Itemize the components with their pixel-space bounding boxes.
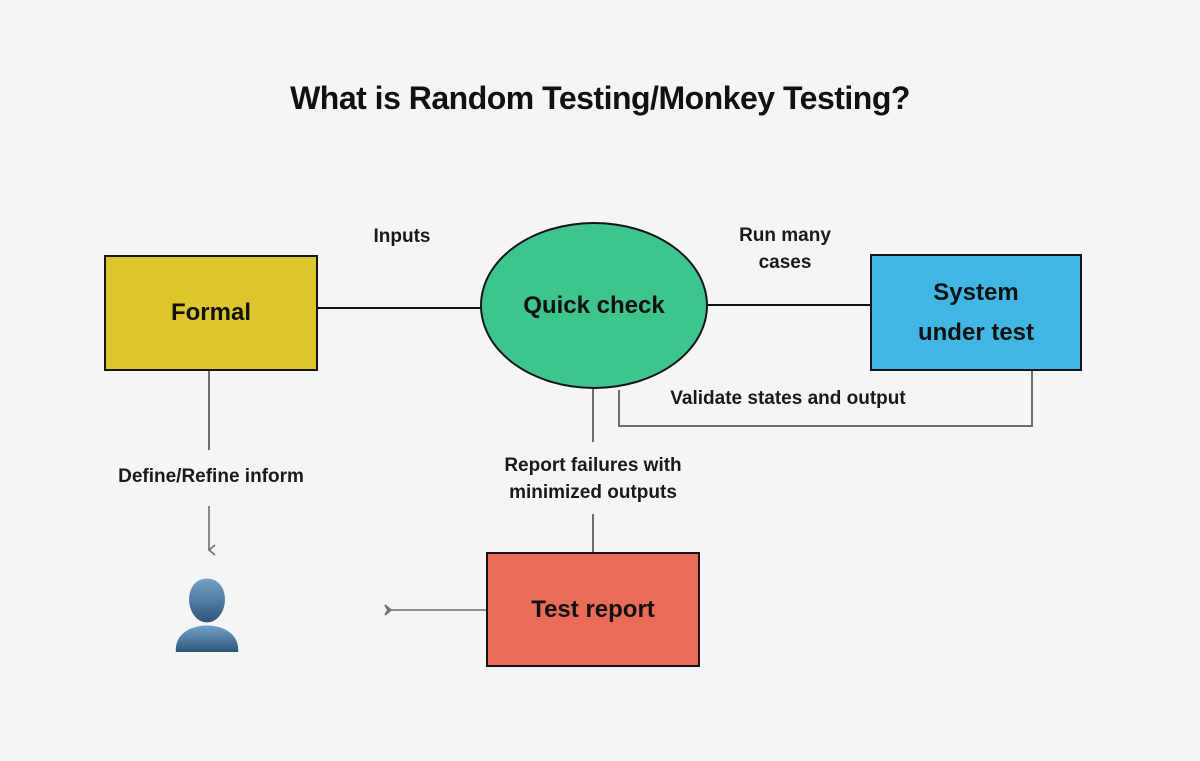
edge-label-run-many-line2: cases	[758, 252, 812, 273]
node-sut-label-line2: under test	[917, 318, 1034, 346]
edge-label-report-failures: Report failures with minimized outputs	[443, 452, 743, 506]
node-formal-label: Formal	[170, 299, 251, 327]
edge-label-report-failures-line1: Report failures with	[504, 455, 682, 476]
edge-label-inputs: Inputs	[373, 226, 431, 247]
edge-label-validate: Validate states and output	[670, 388, 906, 409]
node-quick-check-label: Quick check	[523, 291, 665, 319]
node-formal: Formal	[104, 255, 318, 371]
edge-label-define-refine: Define/Refine inform	[118, 466, 304, 487]
node-system-under-test: System under test	[870, 254, 1082, 371]
user-silhouette-icon	[175, 578, 239, 652]
node-test-report-label: Test report	[531, 595, 655, 623]
node-test-report: Test report	[486, 552, 700, 667]
node-sut-label-line1: System	[933, 278, 1019, 306]
page-title: What is Random Testing/Monkey Testing?	[290, 80, 910, 116]
edge-label-run-many-cases: Run many cases	[705, 222, 865, 276]
node-quick-check: Quick check	[480, 222, 708, 389]
edge-label-report-failures-line2: minimized outputs	[509, 482, 677, 503]
edge-label-run-many-line1: Run many	[739, 225, 831, 246]
edge-sut-validate-quickcheck	[618, 371, 1033, 427]
